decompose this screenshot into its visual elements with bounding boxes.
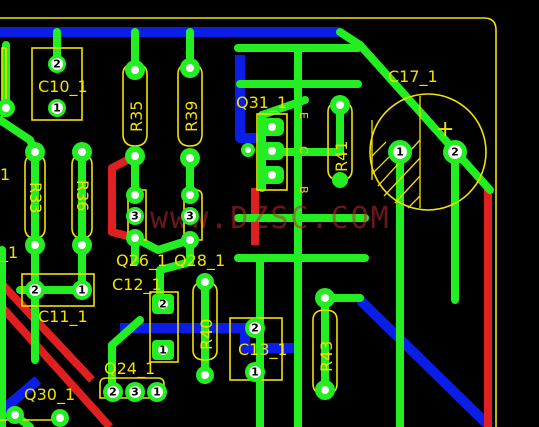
- label-c13: C13_1: [238, 340, 288, 360]
- pad-q30-right[interactable]: [51, 409, 69, 427]
- pad-q31-b[interactable]: [260, 166, 284, 184]
- pad-r41-top[interactable]: [330, 95, 350, 115]
- label-q24: Q24_1: [104, 359, 155, 379]
- svg-text:3: 3: [131, 386, 139, 399]
- pad-c17-2[interactable]: 2: [443, 140, 467, 164]
- label-c10: C10_1: [38, 77, 88, 97]
- pad-q28-1[interactable]: [181, 186, 199, 204]
- label-r35: R35: [127, 101, 146, 132]
- board-outline: [0, 17, 497, 427]
- label-left-fragment-1: 1: [0, 165, 10, 184]
- pad-c11-2[interactable]: 2: [25, 280, 45, 300]
- svg-text:3: 3: [186, 210, 194, 223]
- label-r36: R36: [73, 180, 92, 211]
- pad-r40-bottom[interactable]: [196, 366, 214, 384]
- svg-text:2: 2: [451, 146, 459, 159]
- label-r43: R43: [317, 341, 336, 372]
- label-q30: Q30_1: [24, 385, 75, 405]
- pad-q24-3[interactable]: 3: [125, 382, 145, 402]
- pad-q24-1[interactable]: 1: [147, 382, 167, 402]
- svg-text:1: 1: [251, 366, 259, 379]
- label-r41: R41: [332, 141, 351, 172]
- pad-q31-e[interactable]: [260, 118, 284, 136]
- pad-q28-3[interactable]: 3: [181, 207, 199, 225]
- label-q31: Q31_1: [236, 93, 287, 113]
- pad-c10-1[interactable]: 1: [48, 99, 66, 117]
- pad-c13-1[interactable]: 1: [245, 362, 265, 382]
- svg-text:1: 1: [53, 102, 61, 115]
- label-r40: R40: [197, 319, 216, 350]
- pad-q31-c[interactable]: [260, 142, 284, 160]
- pad-r39-bottom[interactable]: [180, 148, 200, 168]
- label-r39: R39: [182, 101, 201, 132]
- pad-c12-2[interactable]: 2: [152, 294, 174, 314]
- pad-left-edge[interactable]: [0, 99, 15, 117]
- svg-text:1: 1: [78, 284, 86, 297]
- label-q31-pin-c: C: [297, 146, 310, 154]
- pad-r35-bottom[interactable]: [125, 146, 145, 166]
- pads: 2 1 1 2 3 3 2 1 2 1: [0, 55, 467, 427]
- red-layer-traces: [0, 152, 492, 427]
- pad-r43-top[interactable]: [315, 288, 335, 308]
- pad-r35-top[interactable]: [125, 60, 145, 80]
- pad-q31-trace-via[interactable]: [241, 143, 255, 157]
- pad-r39-top[interactable]: [180, 58, 200, 78]
- label-c11: C11_1: [38, 307, 88, 327]
- label-r33: R33: [26, 182, 45, 213]
- pad-r33-bottom[interactable]: [25, 235, 45, 255]
- pad-r36-bottom[interactable]: [72, 235, 92, 255]
- label-c17-plus: +: [436, 117, 454, 142]
- pad-r41-bottom[interactable]: [332, 172, 348, 188]
- pad-q24-2[interactable]: 2: [103, 382, 123, 402]
- svg-text:2: 2: [251, 322, 259, 335]
- label-left-fragment-2: _1: [0, 243, 18, 263]
- svg-text:2: 2: [159, 298, 167, 311]
- label-c12: C12_1: [112, 275, 162, 295]
- pad-r43-bottom[interactable]: [315, 380, 335, 400]
- svg-text:3: 3: [131, 210, 139, 223]
- svg-text:2: 2: [53, 58, 61, 71]
- pad-r33-top[interactable]: [25, 142, 45, 162]
- svg-text:1: 1: [153, 386, 161, 399]
- pad-q26-1[interactable]: [126, 186, 144, 204]
- svg-text:1: 1: [396, 146, 404, 159]
- pad-c11-1[interactable]: 1: [72, 280, 92, 300]
- pad-r40-top[interactable]: [196, 273, 214, 291]
- label-q26: Q26_1: [116, 251, 167, 271]
- svg-text:2: 2: [109, 386, 117, 399]
- reference-designators: C10_1 R35 R39 Q31_1 E C B R41 C17_1 + R3…: [0, 67, 454, 405]
- label-q28: Q28_1: [174, 251, 225, 271]
- label-c17: C17_1: [388, 67, 438, 87]
- pad-q30-left[interactable]: [6, 406, 24, 424]
- pad-q26-2[interactable]: [126, 229, 144, 247]
- pad-c12-1[interactable]: 1: [152, 340, 174, 360]
- pad-c13-2[interactable]: 2: [245, 318, 265, 338]
- label-q31-pin-e: E: [297, 112, 310, 119]
- svg-text:1: 1: [159, 344, 167, 357]
- pad-r36-top[interactable]: [72, 142, 92, 162]
- pad-q26-3[interactable]: 3: [126, 207, 144, 225]
- pad-c17-1[interactable]: 1: [388, 140, 412, 164]
- pad-q28-2[interactable]: [181, 231, 199, 249]
- pad-c10-2[interactable]: 2: [48, 55, 66, 73]
- svg-text:2: 2: [31, 284, 39, 297]
- label-q31-pin-b: B: [297, 186, 310, 194]
